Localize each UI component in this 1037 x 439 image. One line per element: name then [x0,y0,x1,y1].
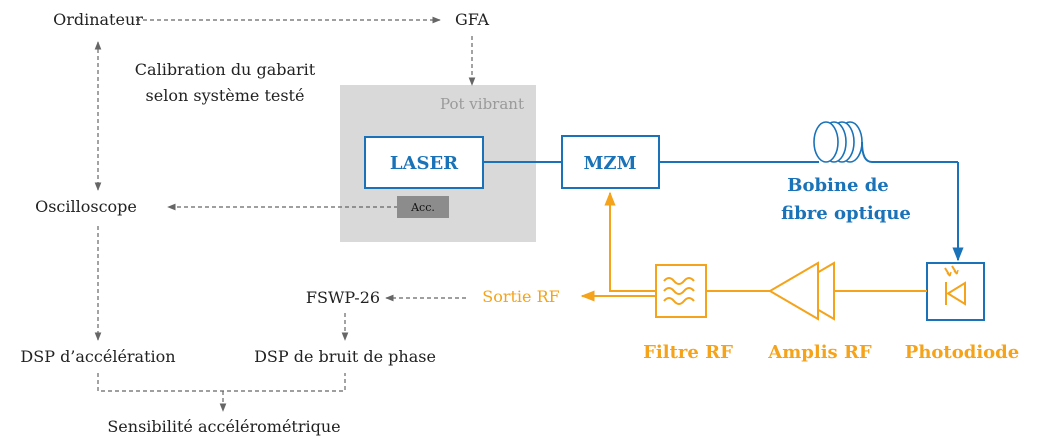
rf-amplifier-icon [768,261,835,321]
connector-dsp-merge [97,373,346,392]
rf-filter-box [655,264,707,318]
oscilloscope-label: Oscilloscope [35,197,137,216]
mzm-label: MZM [584,153,637,174]
photodiode-icon [944,265,966,306]
acc-box [397,196,449,218]
sortie-rf-label: Sortie RF [482,287,560,306]
dsp-bruit-label: DSP de bruit de phase [254,347,436,366]
photodiode-label: Photodiode [905,342,1019,363]
rf-filter-mzm [604,191,656,292]
mzm-box [561,135,660,189]
filtre-rf-label: Filtre RF [643,342,733,363]
dsp-acceleration-label: DSP d’accélération [20,347,175,366]
acc-label: Acc. [410,201,435,214]
calibration-label-line1: Calibration du gabarit [135,60,316,79]
photodiode-box [926,262,985,321]
sensibilite-label: Sensibilité accélérométrique [107,417,340,436]
ordinateur-label: Ordinateur [53,10,143,29]
laser-label: LASER [390,153,459,174]
fswp-label: FSWP-26 [306,288,380,307]
amplis-rf-label: Amplis RF [767,342,872,363]
fiber-coil-icon [813,121,958,163]
bobine-label-line2: fibre optique [781,203,911,224]
pot-vibrant-label: Pot vibrant [440,95,524,113]
rf-filter-icon [663,277,695,305]
gfa-label: GFA [455,10,489,29]
calibration-label-line2: selon système testé [146,86,305,105]
bobine-label-line1: Bobine de [787,175,889,196]
